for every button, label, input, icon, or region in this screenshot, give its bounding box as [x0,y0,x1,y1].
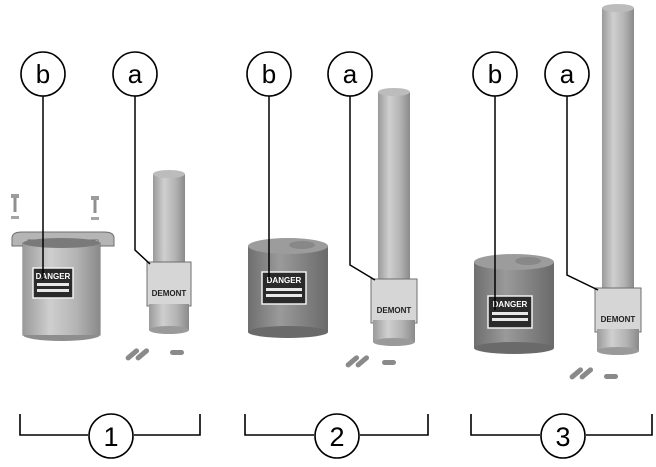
set-1-number-badge: 1 [88,413,134,459]
set-1-callout-b: b [20,51,66,97]
set-1-danger-title: DANGER [36,272,71,281]
set-1-callout-a-leader [134,95,151,265]
set-1-callout-a: a [112,51,158,97]
set-2-callout-a-leader [349,95,376,281]
set-3-callout-a: a [544,51,590,97]
set-1-bolt-left [11,194,19,219]
set-3-callout-a-label: a [560,59,575,89]
set-3-danger-label: DANGER [487,295,533,329]
set-1-number: 1 [103,422,118,452]
set-2-number: 2 [329,422,344,452]
set-3-callout-a-leader [566,95,599,291]
callout-leaders [42,95,599,310]
set-3-bracket-right [586,414,653,436]
set-1-post: DEMONT [146,170,192,334]
set-2-danger-title: DANGER [267,276,302,285]
set-3-callout-b-label: b [488,59,502,89]
set-3-danger-title: DANGER [493,300,528,309]
set-3-pins [569,367,618,380]
set-brackets [19,414,653,436]
set-2-callout-b-label: b [262,59,276,89]
set-1-callout-b-label: b [36,59,50,89]
set-1-callout-a-label: a [128,59,143,89]
set-2-callout-a-label: a [343,59,358,89]
set-1-pins [125,348,184,361]
set-1-bolt-right [91,196,99,220]
set-3-number: 3 [555,422,570,452]
set-3-post: DEMONT [594,4,642,355]
set-1-brand-text: DEMONT [152,289,187,298]
set-3-number-badge: 3 [540,413,586,459]
set-2-post: DEMONT [370,88,418,346]
set-2-brand-text: DEMONT [377,306,412,315]
set-1-bracket-left [19,414,88,436]
set-2-bracket-right [360,414,429,436]
set-2-bracket-left [244,414,314,436]
set-2-number-badge: 2 [314,413,360,459]
set-2-callout-b: b [246,51,292,97]
set-3-bracket-left [470,414,540,436]
set-3-brand-text: DEMONT [601,315,636,324]
set-2-callout-a: a [327,51,373,97]
set-1-danger-label: DANGER [32,267,74,299]
set-3-callout-b: b [472,51,518,97]
set-1-bracket-right [134,414,201,436]
set-2-pins [345,355,396,368]
